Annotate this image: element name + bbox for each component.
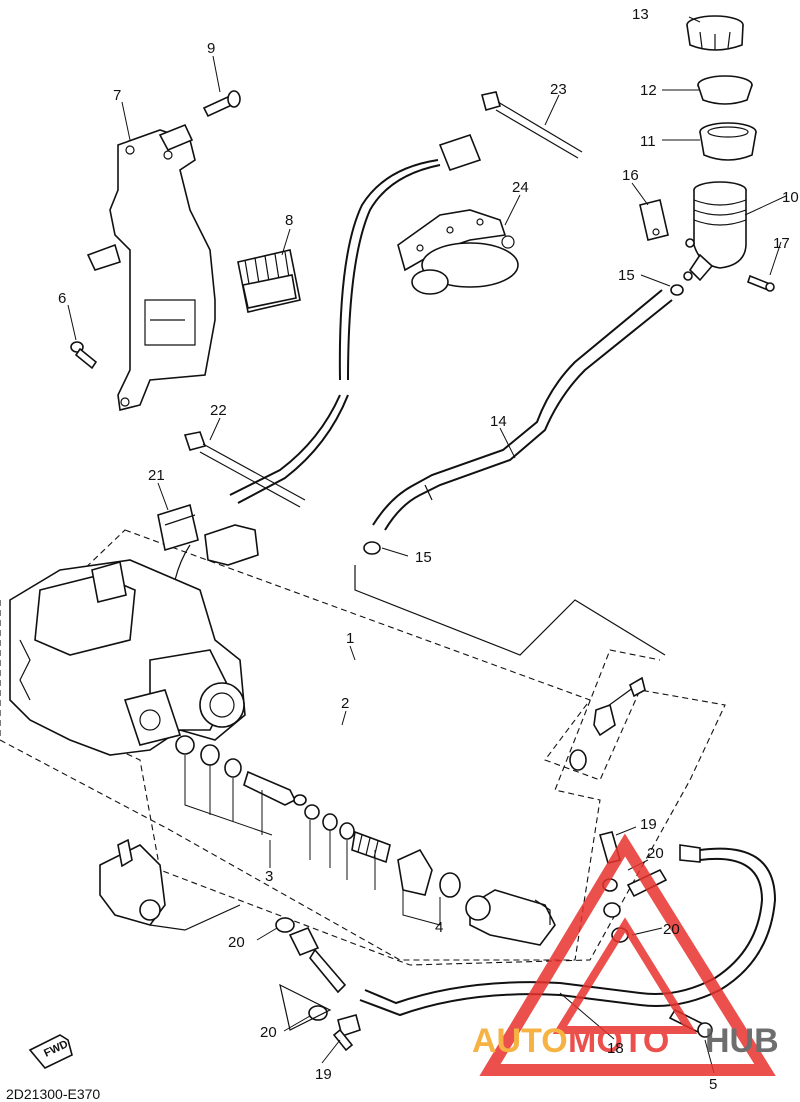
callout-23: 23 (550, 81, 567, 98)
callout-17: 17 (773, 235, 790, 252)
callout-3: 3 (265, 868, 273, 885)
hose-fitting (288, 926, 347, 994)
reservoir-bracket (639, 199, 669, 241)
callout-20-lower: 20 (260, 1024, 277, 1041)
wire-coupler (174, 524, 259, 581)
callout-10: 10 (782, 189, 799, 206)
watermark-text-moto: MOTO (568, 1022, 669, 1060)
callout-13: 13 (632, 6, 649, 23)
callout-7: 7 (113, 87, 121, 104)
callout-21: 21 (148, 467, 165, 484)
cable-tie-23 (481, 91, 583, 159)
clip-15-lower (363, 541, 381, 555)
reservoir-cap (686, 15, 744, 51)
callout-labels: 13 12 11 10 16 17 15 23 24 9 7 8 6 22 14… (58, 6, 799, 1093)
fwd-badge: FWD (28, 1034, 73, 1069)
leader-lines (67, 16, 787, 1074)
diagram-code: 2D21300-E370 (6, 1086, 100, 1102)
callout-1: 1 (346, 630, 354, 647)
callout-15-upper: 15 (618, 267, 635, 284)
callout-22: 22 (210, 402, 227, 419)
mounting-bracket-7 (86, 123, 216, 411)
rectifier-8 (237, 249, 301, 313)
pump-assembly (99, 838, 241, 931)
callout-19-upper: 19 (640, 816, 657, 833)
callout-24: 24 (512, 179, 529, 196)
callout-4: 4 (435, 919, 443, 936)
reservoir-tank (685, 181, 747, 282)
connector-21 (157, 503, 199, 552)
callout-15-lower: 15 (415, 549, 432, 566)
watermark-text-auto: AUTO (472, 1022, 568, 1060)
callout-11: 11 (640, 133, 656, 150)
callout-16: 16 (622, 167, 639, 184)
bolt-17 (747, 274, 775, 292)
switch-assembly-24 (397, 209, 519, 295)
bleeder-valve (569, 676, 646, 771)
watermark-triangle-icon (479, 833, 776, 1076)
assembly-2-outline (0, 600, 661, 961)
reservoir-diaphragm-plate (697, 75, 753, 105)
callout-12: 12 (640, 82, 657, 99)
callout-2: 2 (341, 695, 349, 712)
callout-9: 9 (207, 40, 215, 57)
callout-20-left: 20 (228, 934, 245, 951)
reservoir-hose (372, 289, 673, 531)
switch-lead-wire (229, 134, 482, 504)
automotohub-watermark: AUTO MOTO HUB (472, 833, 779, 1076)
callout-19-lower: 19 (315, 1066, 332, 1083)
bolt-6 (70, 341, 98, 370)
callout-20-right: 20 (663, 921, 680, 938)
main-unit-housing (9, 559, 246, 756)
callout-20-upper: 20 (647, 845, 664, 862)
callout-8: 8 (285, 212, 293, 229)
bolt-9 (202, 90, 241, 118)
piston-components (175, 735, 461, 898)
callout-18: 18 (607, 1040, 624, 1057)
cable-tie-22 (183, 431, 306, 508)
union-bolt-19-lower (332, 1014, 361, 1052)
callout-14: 14 (490, 413, 507, 430)
reservoir-diaphragm (699, 122, 757, 161)
callout-6: 6 (58, 290, 66, 307)
slave-cylinder (465, 889, 556, 946)
watermark-text-hub: HUB (705, 1022, 779, 1060)
callout-5: 5 (709, 1076, 717, 1093)
clip-15-upper (670, 271, 693, 296)
